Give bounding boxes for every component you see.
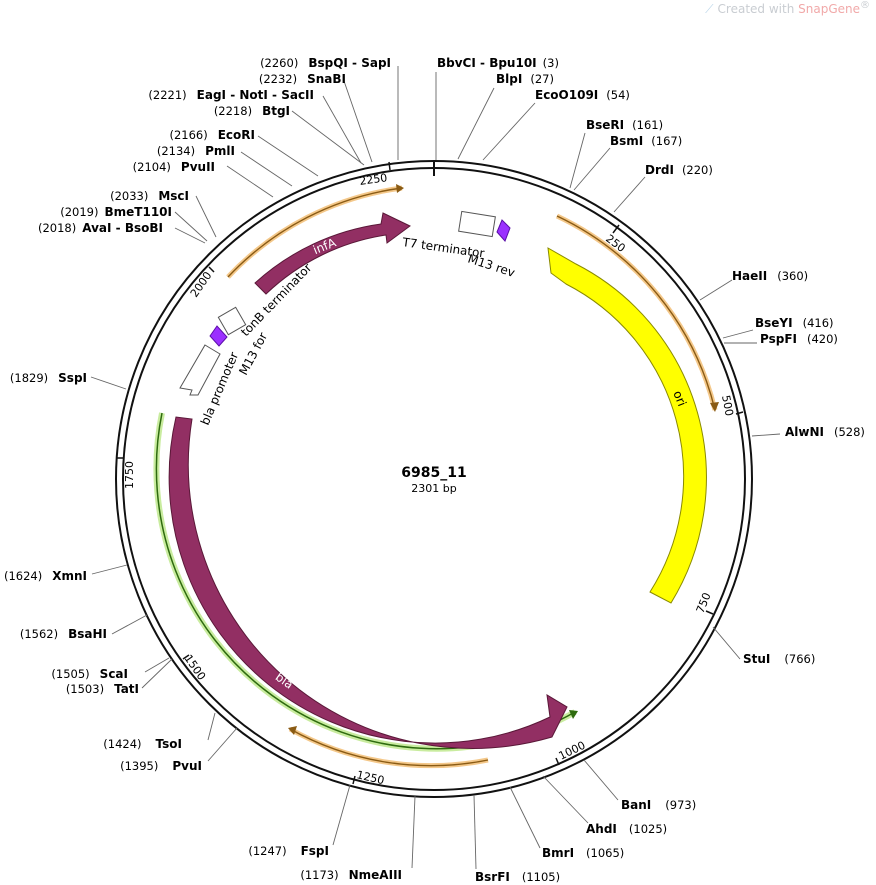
feature-t7-terminator-box [458,210,496,238]
orange-track-top-line [227,187,403,278]
enzyme-blpi: BlpI(27) [496,72,554,86]
enzyme-alwni: AlwNI(528) [785,425,865,439]
plasmid-name: 6985_11 [401,465,466,481]
watermark-prefix: Created with [717,2,795,16]
feature-infA [254,212,411,295]
orange-track-bottom-arrow [288,726,297,735]
tick-1250: 1250 [355,768,385,787]
enzyme-avai: (2018)AvaI - BsoBI [38,221,163,235]
snapgene-watermark: ⟋Created with SnapGene® [705,0,870,17]
orange-track-ori-line [556,215,716,411]
enzyme-pvui: (1395)PvuI [120,759,202,773]
enzyme-bmet110i: (2019)BmeT110I [60,205,172,219]
tick-250: 250 [603,232,628,255]
enzyme-labels: BbvCI - Bpu10I(3) BlpI(27) EcoO109I(54) … [4,56,865,884]
enzyme-xmni: (1624)XmnI [4,569,87,583]
enzyme-nmeaiii: (1173)NmeAIII [300,868,402,882]
enzyme-eagi: (2221)EagI - NotI - SacII [148,88,314,102]
enzyme-pvuii: (2104)PvuII [133,160,215,174]
tick-1750: 1750 [123,461,136,489]
enzyme-haeii: HaeII(360) [732,269,808,283]
enzyme-bsahi: (1562)BsaHI [20,627,107,641]
feature-ori-label: ori [670,389,689,409]
feature-m13-rev-label: M13 rev [466,252,517,280]
feature-ori [547,247,707,604]
orange-track-top-arrow [396,184,404,193]
enzyme-tsoi: (1424)TsoI [103,737,182,751]
enzyme-bseyi: BseYI(416) [755,316,834,330]
snapgene-logo-icon: ⟋ [705,2,714,16]
enzyme-bani: BanI(973) [621,798,696,812]
enzyme-sspi: (1829)SspI [10,371,87,385]
enzyme-pmli: (2134)PmlI [157,144,235,158]
enzyme-msci: (2033)MscI [110,189,189,203]
feature-tonb-terminator-box [217,306,247,336]
tick-2250: 2250 [359,171,389,188]
feature-bla-promoter-icon [179,344,221,396]
enzyme-bseri: BseRI(161) [586,118,663,132]
enzyme-bsrfi: BsrFI(1105) [475,870,560,884]
enzyme-bspqi: (2260)BspQI - SapI [260,56,391,70]
enzyme-bbvci: BbvCI - Bpu10I(3) [437,56,559,70]
enzyme-stui: StuI(766) [743,652,815,666]
green-track-bla-arrow [569,710,578,719]
enzyme-btgi: (2218)BtgI [214,104,290,118]
watermark-mark: ® [860,0,870,11]
plasmid-length: 2301 bp [411,482,456,495]
feature-bla [168,416,568,749]
green-track-bla-line [155,412,576,750]
enzyme-ecori: (2166)EcoRI [169,128,255,142]
enzyme-bsmi: BsmI(167) [610,134,682,148]
tick-500: 500 [719,394,736,417]
enzyme-ecoo109i: EcoO109I(54) [535,88,630,102]
enzyme-drdi: DrdI(220) [645,163,713,177]
orange-track-ori-arrow [710,402,719,412]
green-track-bla [153,412,577,752]
enzyme-leader-lines [90,66,781,870]
enzyme-fspi: (1247)FspI [248,844,329,858]
feature-m13-rev-icon [496,219,511,242]
enzyme-ahdi: AhdI(1025) [586,822,667,836]
enzyme-scai: (1505)ScaI [51,667,128,681]
watermark-brand: SnapGene [798,2,860,16]
enzyme-tati: (1503)TatI [66,682,139,696]
enzyme-bmri: BmrI(1065) [542,846,624,860]
feature-m13-for-icon [209,325,228,347]
orange-track-bottom-line [289,728,489,767]
feature-m13-for-label: M13 for [236,330,270,377]
enzyme-snabi: (2232)SnaBI [259,72,346,86]
enzyme-pspfi: PspFI(420) [760,332,838,346]
tick-750: 750 [694,591,714,615]
